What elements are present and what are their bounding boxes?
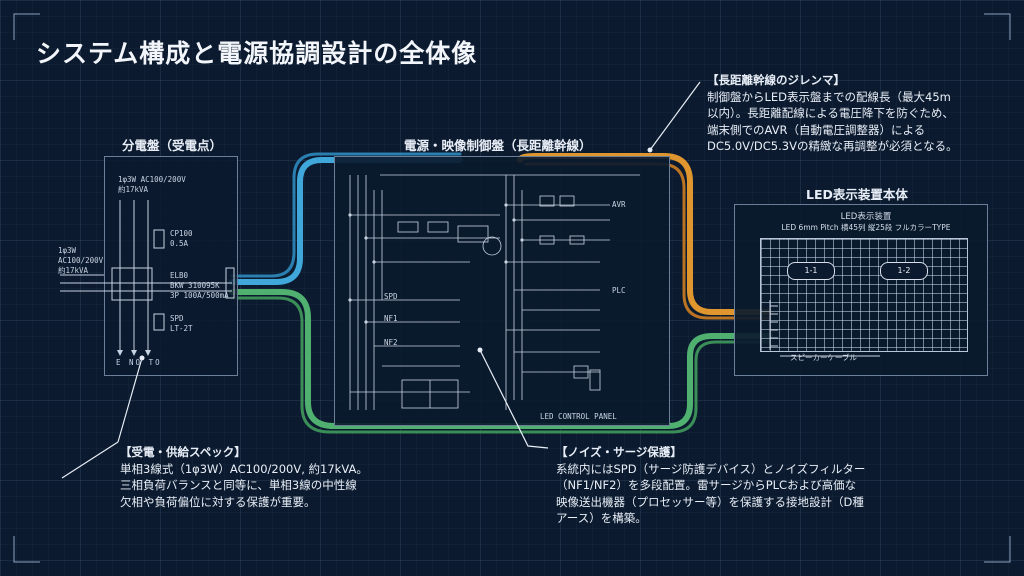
db-supply-left-line-2: AC100/200V (58, 256, 104, 265)
note-long-line-heading: 【長距離幹線のジレンマ】 (707, 73, 845, 87)
note-long-line: 【長距離幹線のジレンマ】 制御盤からLED表示盤までの配線長（最大45m 以内）… (707, 72, 958, 155)
control-panel (334, 156, 670, 426)
led-section-1-2: 1-2 (880, 262, 928, 280)
note-supply-spec-1: 単相3線式（1φ3W）AC100/200V, 約17kVA。 (120, 461, 368, 476)
note-long-line-1: 制御盤からLED表示盤までの配線長（最大45m (707, 89, 951, 104)
distribution-board (104, 156, 238, 376)
db-elb-label: ELB0 BKW 310095K 3P 100A/500mA (170, 271, 229, 301)
distribution-board-heading: 分電盤（受電点） (122, 138, 223, 153)
db-supply-left: 1φ3W AC100/200V 約17kVA (58, 246, 103, 276)
cp-note-nf2: NF2 (384, 338, 398, 347)
cable-blue-inner (230, 152, 462, 278)
note-noise-surge-4: アース）を構築。 (556, 511, 647, 525)
db-cp-label: CP100 0.5A (170, 229, 193, 249)
cable-blue (229, 157, 463, 285)
note-supply-spec: 【受電・供給スペック】 単相3線式（1φ3W）AC100/200V, 約17kV… (120, 444, 368, 510)
db-supply-left-line-3: 約17kVA (58, 266, 89, 275)
page-title: システム構成と電源協調設計の全体像 (36, 39, 478, 68)
led-section-1-1: 1-1 (787, 262, 835, 280)
led-unit-heading: LED表示装置本体 (806, 187, 908, 202)
note-long-line-3: 端末側でのAVR（自動電圧調整器）による (707, 122, 926, 137)
db-cp-line-2: 0.5A (170, 239, 189, 248)
note-noise-surge-1: 系統内にはSPD（サージ防護デバイス）とノイズフィルター (556, 461, 866, 476)
db-elb-line-2: BKW 310095K (170, 281, 220, 290)
db-supply-top-line-1: 1φ3W AC100/200V (118, 175, 186, 184)
db-elb-line-1: ELB0 (170, 271, 189, 280)
note-long-line-4: DC5.0V/DC5.3Vの精緻な再調整が必須となる。 (707, 139, 958, 153)
note-supply-spec-3: 欠相や負荷偏位に対する保護が重要。 (120, 494, 316, 509)
note-noise-surge: 【ノイズ・サージ保護】 系統内にはSPD（サージ防護デバイス）とノイズフィルター… (556, 444, 865, 527)
db-supply-top-line-2: 約17kVA (118, 185, 149, 194)
cable-green (229, 289, 773, 429)
note-noise-surge-2: （NF1/NF2）を多段配置。雷サージからPLCおよび高価な (556, 478, 857, 492)
note-noise-surge-3: 映像送出機器（プロセッサー等）を保護する接地設計（D種 (556, 494, 864, 509)
cable-green-inner (230, 296, 772, 434)
control-panel-heading: 電源・映像制御盤（長距離幹線） (404, 138, 592, 153)
db-supply-top: 1φ3W AC100/200V 約17kVA (118, 175, 186, 195)
db-spd-label: SPD LT-2T (170, 314, 193, 334)
led-pixel-grid (760, 238, 968, 352)
cp-note-nf1: NF1 (384, 314, 398, 323)
note-supply-spec-heading: 【受電・供給スペック】 (120, 445, 246, 459)
cp-note-spd: SPD (384, 292, 398, 301)
led-caption-2: LED 6mm Pitch 横45列 縦25段 フルカラーTYPE (781, 223, 951, 232)
note-noise-surge-heading: 【ノイズ・サージ保護】 (556, 445, 682, 459)
db-elb-line-3: 3P 100A/500mA (170, 291, 229, 300)
cp-note-title: LED CONTROL PANEL (540, 412, 617, 421)
led-bottom-label: スピーカーケーブル (790, 353, 858, 362)
db-spd-line-2: LT-2T (170, 324, 193, 333)
note-supply-spec-2: 三相負荷バランスと同等に、単相3線の中性線 (120, 478, 357, 492)
led-caption-1: LED表示装置 (840, 212, 892, 222)
cp-note-avr: AVR (612, 200, 626, 209)
db-terminals: E NO TO (116, 358, 162, 367)
db-cp-line-1: CP100 (170, 229, 193, 238)
note-long-line-2: 以内）。長距離配線による電圧降下を防ぐため、 (707, 106, 954, 120)
cp-note-plc: PLC (612, 286, 626, 295)
db-supply-left-line-1: 1φ3W (58, 246, 77, 255)
db-spd-line-1: SPD (170, 314, 184, 323)
